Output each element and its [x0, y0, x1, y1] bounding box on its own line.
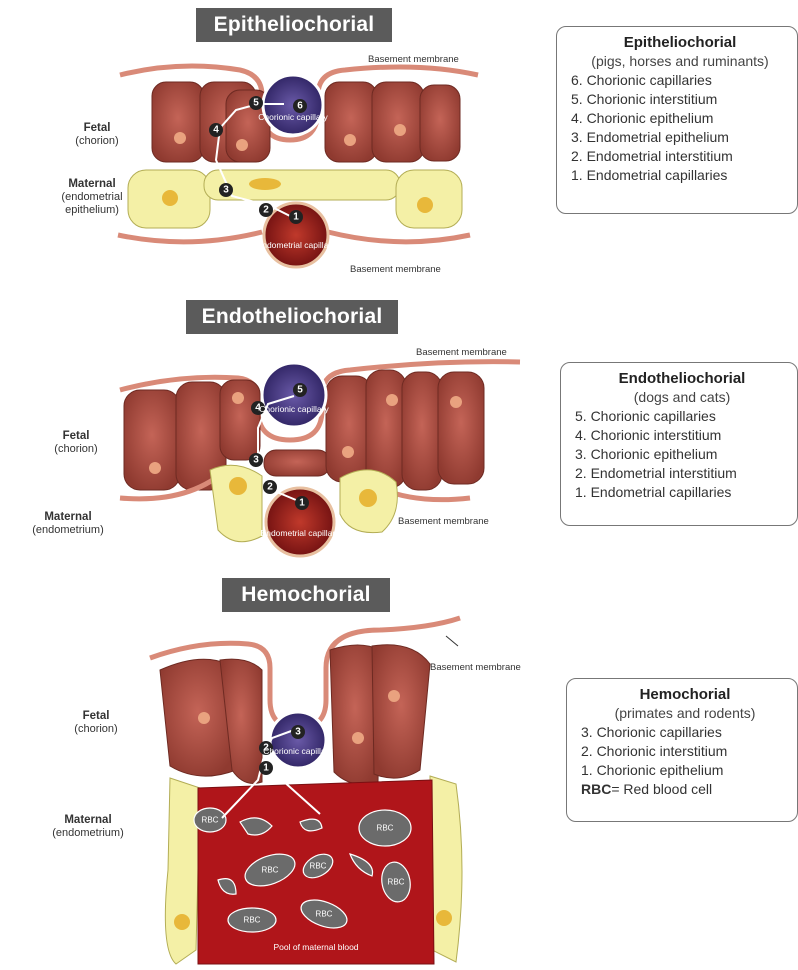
- legend-rbc-definition: RBC= Red blood cell: [581, 780, 789, 799]
- legend-item: 4. Chorionic epithelium: [571, 109, 789, 128]
- num-4: 4: [213, 125, 219, 136]
- endo-fetal-label: Fetal(chorion): [36, 430, 116, 456]
- svg-text:RBC: RBC: [310, 862, 327, 871]
- epitheliochorial-legend: Epitheliochorial (pigs, horses and rumin…: [556, 26, 798, 214]
- num-2: 2: [267, 482, 273, 493]
- svg-text:RBC: RBC: [388, 878, 405, 887]
- endo-basement-bottom: Basement membrane: [398, 516, 489, 527]
- legend-item: 6. Chorionic capillaries: [571, 71, 789, 90]
- num-5: 5: [253, 98, 259, 109]
- hemo-fetal-label: Fetal(chorion): [56, 710, 136, 736]
- legend-item: 5. Chorionic interstitium: [571, 90, 789, 109]
- num-1: 1: [299, 498, 305, 509]
- pool-label: Pool of maternal blood: [273, 942, 358, 952]
- endo-maternal-label: Maternal(endometrium): [18, 511, 118, 537]
- chorionic-capillary-label: Chorionic capillary: [259, 404, 329, 414]
- epi-maternal-label: Maternal(endometrial epithelium): [52, 178, 132, 217]
- chorionic-capillary: [262, 363, 326, 427]
- legend-item: 3. Chorionic epithelium: [575, 445, 789, 464]
- num-6: 6: [297, 101, 303, 112]
- num-3: 3: [253, 455, 259, 466]
- epi-fetal-label: Fetal(chorion): [62, 122, 132, 148]
- num-1: 1: [293, 212, 299, 223]
- epi-basement-top: Basement membrane: [368, 54, 459, 65]
- num-3: 3: [295, 727, 301, 738]
- legend-title: Hemochorial: [581, 685, 789, 704]
- hemochorial-legend: Hemochorial (primates and rodents) 3. Ch…: [566, 678, 798, 822]
- legend-subtitle: (primates and rodents): [581, 704, 789, 723]
- legend-title: Endotheliochorial: [575, 369, 789, 388]
- chorionic-capillary-label: Chorionic capillary: [258, 112, 328, 122]
- legend-item: 1. Endometrial capillaries: [575, 483, 789, 502]
- endometrial-capillary-label: Endometrial capillary: [257, 240, 337, 250]
- num-2: 2: [263, 205, 269, 216]
- num-5: 5: [297, 385, 303, 396]
- svg-text:RBC: RBC: [377, 824, 394, 833]
- chorionic-capillary-label: Chorionic capillary: [263, 746, 333, 756]
- num-1: 1: [263, 763, 269, 774]
- hemo-basement-top: Basement membrane: [430, 662, 521, 673]
- legend-item: 2. Endometrial interstitium: [575, 464, 789, 483]
- legend-item: 2. Chorionic interstitium: [581, 742, 789, 761]
- svg-text:RBC: RBC: [316, 910, 333, 919]
- endotheliochorial-legend: Endotheliochorial (dogs and cats) 5. Cho…: [560, 362, 798, 526]
- epi-basement-bottom: Basement membrane: [350, 264, 441, 275]
- endometrial-capillary-label: Endometrial capillary: [261, 528, 341, 538]
- legend-subtitle: (dogs and cats): [575, 388, 789, 407]
- svg-text:RBC: RBC: [202, 816, 219, 825]
- legend-item: 4. Chorionic interstitium: [575, 426, 789, 445]
- endo-basement-top: Basement membrane: [416, 347, 507, 358]
- legend-subtitle: (pigs, horses and ruminants): [571, 52, 789, 71]
- legend-item: 1. Endometrial capillaries: [571, 166, 789, 185]
- legend-item: 3. Endometrial epithelium: [571, 128, 789, 147]
- legend-item: 3. Chorionic capillaries: [581, 723, 789, 742]
- legend-item: 1. Chorionic epithelium: [581, 761, 789, 780]
- legend-item: 5. Chorionic capillaries: [575, 407, 789, 426]
- svg-text:RBC: RBC: [244, 916, 261, 925]
- legend-title: Epitheliochorial: [571, 33, 789, 52]
- legend-item: 2. Endometrial interstitium: [571, 147, 789, 166]
- svg-text:RBC: RBC: [262, 866, 279, 875]
- num-3: 3: [223, 185, 229, 196]
- hemo-maternal-label: Maternal(endometrium): [38, 814, 138, 840]
- chorionic-capillary: [270, 712, 326, 768]
